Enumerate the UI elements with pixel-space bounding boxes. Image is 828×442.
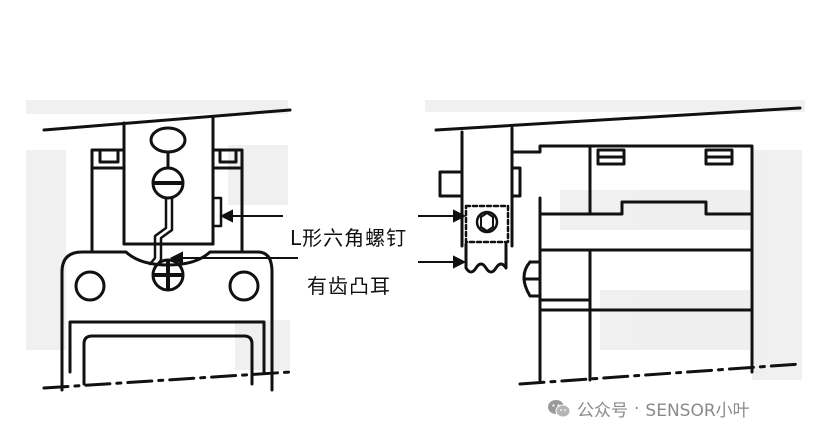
mount-hole-right bbox=[228, 270, 260, 302]
wechat-icon bbox=[548, 399, 571, 417]
watermark-separator: · bbox=[634, 398, 640, 419]
left-view-switch bbox=[42, 108, 292, 392]
right-top-break-line bbox=[434, 106, 802, 132]
l-hex-screw-side bbox=[464, 204, 510, 244]
toothed-lug bbox=[464, 242, 508, 274]
label-toothed-lug: 有齿凸耳 bbox=[307, 274, 391, 298]
left-bottom-break-line bbox=[42, 370, 292, 390]
left-top-break-line bbox=[42, 108, 292, 132]
label-l-hex-screw: L形六角螺钉 bbox=[290, 226, 408, 250]
watermark-prefix: 公众号 bbox=[577, 401, 628, 421]
leader-lines bbox=[169, 209, 467, 269]
actuator-knob bbox=[149, 126, 187, 154]
right-bottom-break-line bbox=[518, 362, 802, 386]
watermark-account: SENSOR小叶 bbox=[645, 401, 750, 421]
right-view-switch bbox=[434, 106, 802, 386]
scan-texture bbox=[26, 100, 805, 380]
mount-hole-left bbox=[74, 270, 106, 302]
l-hex-screw bbox=[148, 196, 168, 266]
watermark: 公众号 · SENSOR小叶 bbox=[547, 396, 750, 421]
